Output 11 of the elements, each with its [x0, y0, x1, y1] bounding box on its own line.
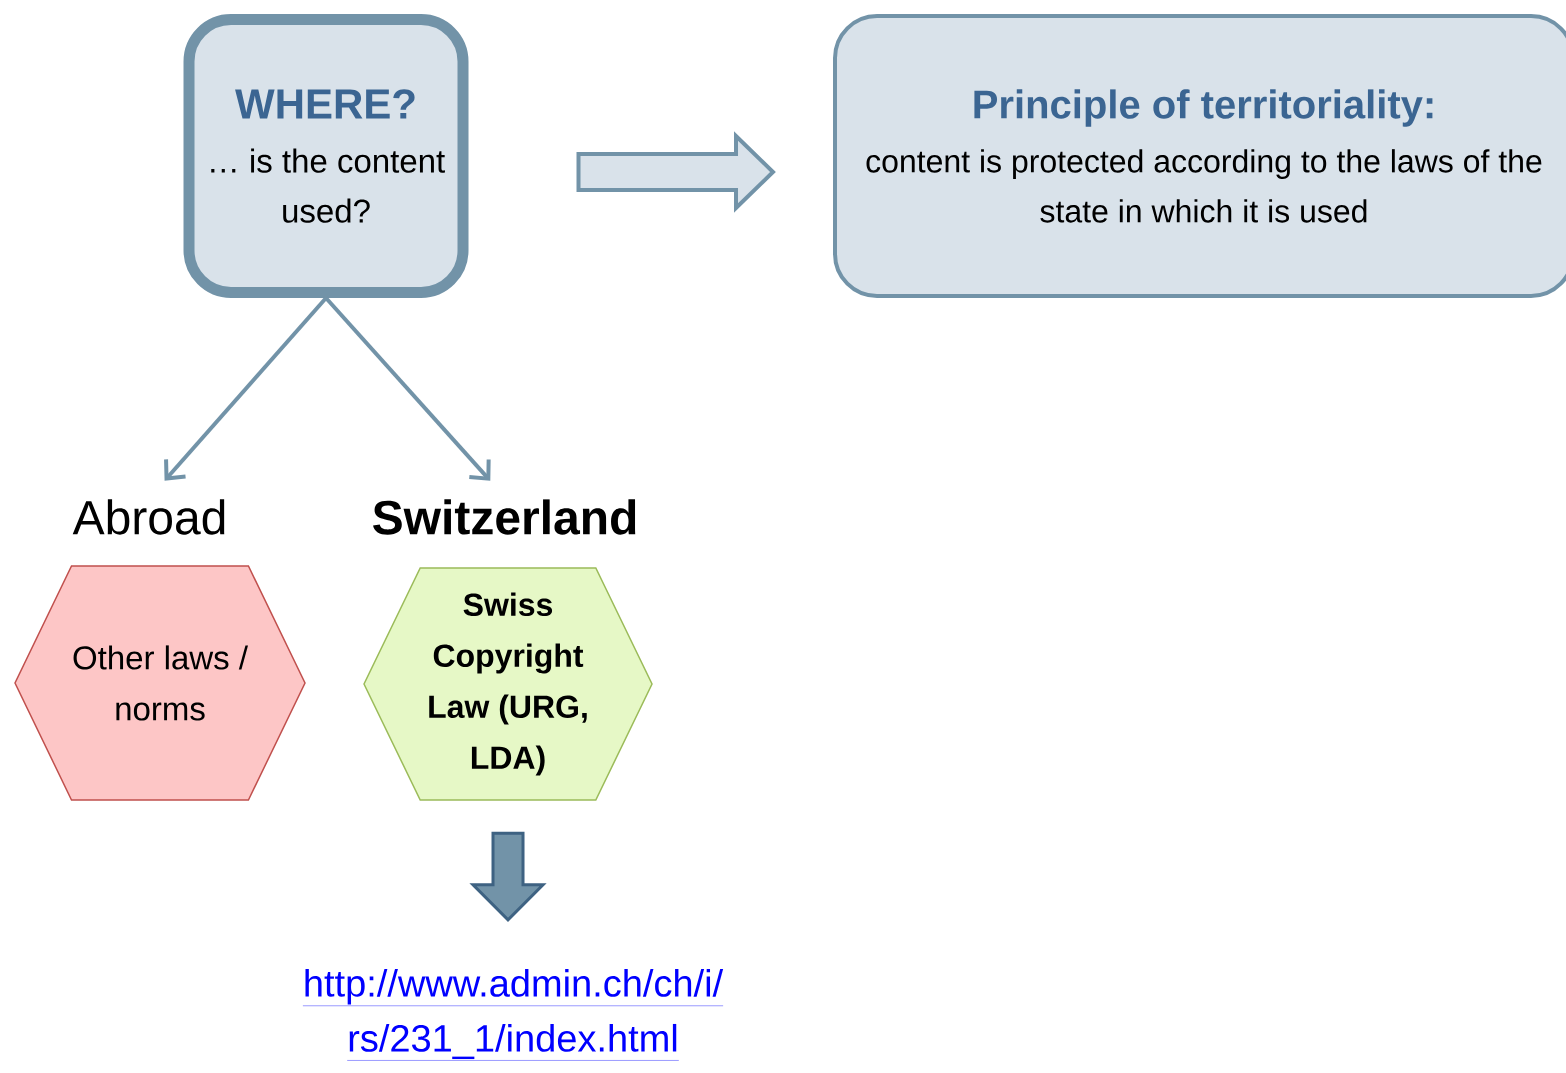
- heading-text: Switzerland: [373, 499, 636, 535]
- hexagon: Swiss Copyright Law (URG, LDA): [363, 567, 653, 801]
- block-arrow: [576, 131, 776, 213]
- link-text: http://www.admin.ch/ch/i/ rs/231_1/index.html: [302, 968, 724, 1061]
- arrow: [324, 296, 491, 481]
- arrow: [164, 296, 328, 481]
- rounded-box: WHERE? … is the content used?: [183, 14, 469, 298]
- rounded-box: Principle of territoriality: content is protected according to the laws of the state in which it is used: [833, 14, 1566, 298]
- heading-text: Abroad: [72, 499, 225, 535]
- hexagon: Other laws / norms: [14, 565, 306, 801]
- block-arrow: [469, 831, 547, 922]
